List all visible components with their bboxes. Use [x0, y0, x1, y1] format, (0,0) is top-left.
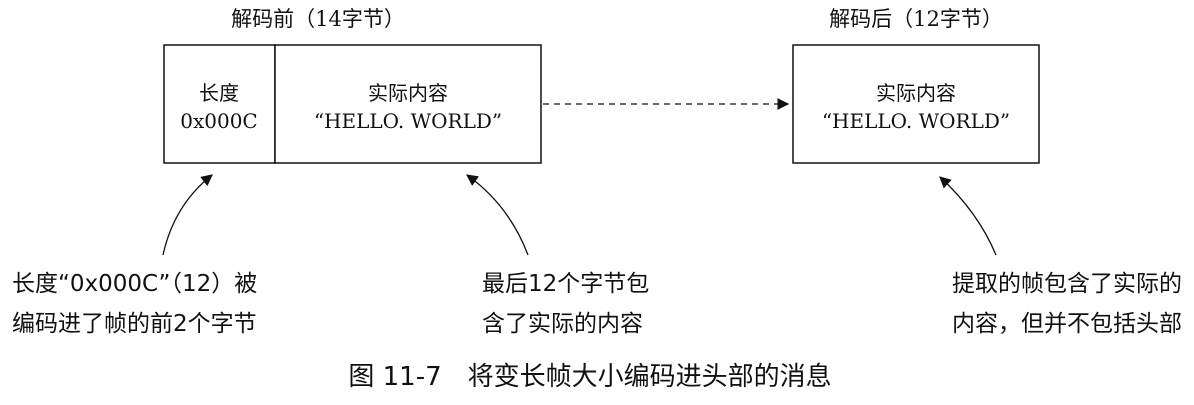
- after-content-label: 实际内容: [876, 81, 956, 105]
- content-annotation-line2: 含了实际的内容: [482, 311, 643, 337]
- length-annotation-line1: 长度“0x000C”（12）被: [12, 271, 257, 297]
- before-frame: 长度 0x000C 实际内容 “HELLO. WORLD”: [163, 44, 542, 164]
- length-field-box: [163, 44, 276, 164]
- extracted-annotation-line1: 提取的帧包含了实际的: [952, 271, 1182, 297]
- before-content-value: “HELLO. WORLD”: [314, 109, 502, 133]
- after-frame: 实际内容 “HELLO. WORLD”: [792, 44, 1040, 164]
- extracted-annotation-line2: 内容，但并不包括头部: [952, 311, 1182, 337]
- before-content-label: 实际内容: [368, 81, 448, 105]
- content-field-box: [274, 44, 542, 164]
- after-title: 解码后（12字节）: [829, 7, 1003, 31]
- length-annotation-line2: 编码进了帧的前2个字节: [12, 311, 257, 337]
- length-label: 长度: [199, 81, 239, 105]
- length-pointer-arrow: [162, 174, 213, 256]
- content-pointer-arrow: [466, 174, 529, 256]
- length-value: 0x000C: [180, 109, 257, 133]
- before-title: 解码前（14字节）: [231, 7, 405, 31]
- extracted-pointer-arrow: [939, 176, 997, 256]
- after-content-value: “HELLO. WORLD”: [822, 109, 1010, 133]
- after-content-box: [792, 44, 1040, 164]
- content-annotation-line1: 最后12个字节包: [482, 271, 649, 297]
- figure-caption: 图 11-7 将变长帧大小编码进头部的消息: [348, 362, 831, 392]
